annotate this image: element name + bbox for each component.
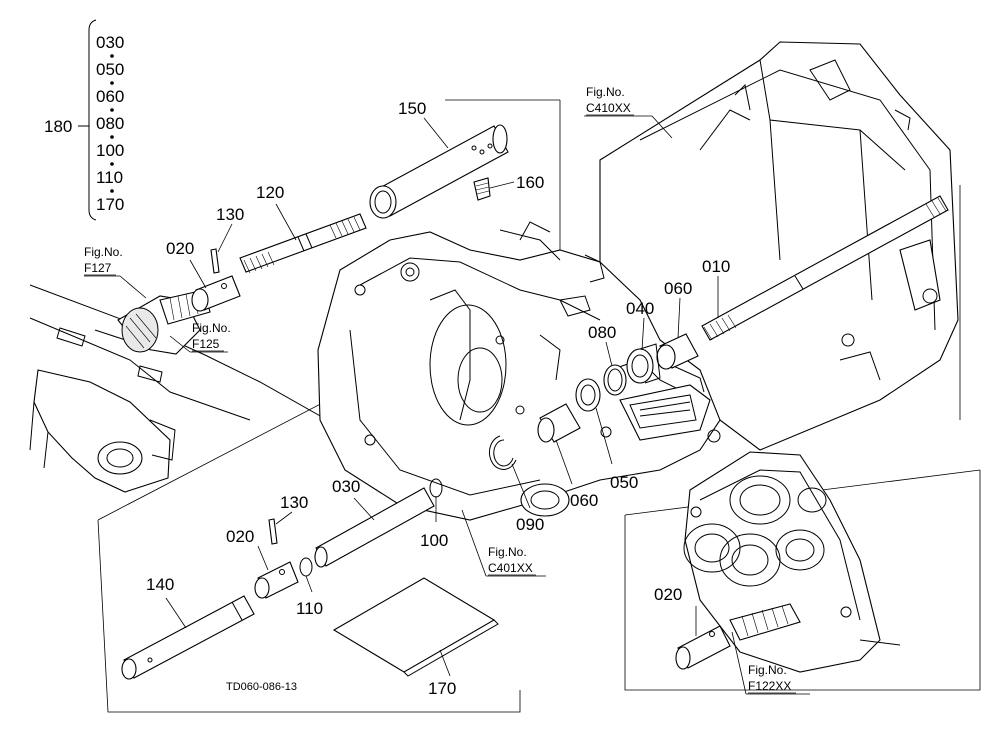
group-item-label: 170 <box>96 195 124 214</box>
group-separator-dot <box>110 162 114 166</box>
part-040-bearing <box>626 343 661 384</box>
front-axle-housing <box>29 284 346 493</box>
part-060-collar-upper <box>656 333 699 370</box>
callout-020: 020 <box>166 239 194 258</box>
part-080-ring <box>603 364 627 396</box>
fig-ref-c410: C410XX <box>586 101 631 115</box>
fig-ref-prefix: Fig.No. <box>192 321 231 335</box>
callout-150: 150 <box>398 99 426 118</box>
callout-130: 130 <box>216 205 244 224</box>
callout-040: 040 <box>626 299 654 318</box>
group-bracket: 180 030 050 060 080 100 110 170 <box>44 19 124 221</box>
callout-160: 160 <box>516 173 544 192</box>
fig-ref-f127: F127 <box>84 261 112 275</box>
drawing-code: TD060-086-13 <box>226 681 297 693</box>
callout-030: 030 <box>332 477 360 496</box>
part-120-shaft <box>239 213 367 274</box>
callout-140: 140 <box>146 575 174 594</box>
callout-130: 130 <box>280 493 308 512</box>
group-separator-dot <box>110 54 114 58</box>
callout-050: 050 <box>610 473 638 492</box>
fig-ref-prefix: Fig.No. <box>488 545 527 559</box>
group-separator-dot <box>110 108 114 112</box>
group-item-label: 060 <box>96 87 124 106</box>
center-housing-c401 <box>317 221 721 521</box>
part-050-spacer <box>575 378 601 412</box>
part-020-coupling-lower <box>254 561 299 599</box>
group-separator-dot <box>110 135 114 139</box>
group-item-label: 030 <box>96 33 124 52</box>
callout-120: 120 <box>256 183 284 202</box>
callout-020: 020 <box>654 585 682 604</box>
fig-ref-f125: F125 <box>192 337 220 351</box>
callout-060: 060 <box>570 491 598 510</box>
part-060-collar-lower <box>537 403 581 443</box>
leader-lines <box>165 117 719 677</box>
part-020-coupling-right <box>675 625 731 670</box>
gear-shaft-f127 <box>117 289 211 355</box>
group-separator-dot <box>110 81 114 85</box>
group-item-label: 080 <box>96 114 124 133</box>
callout-100: 100 <box>420 531 448 550</box>
callout-010: 010 <box>702 257 730 276</box>
part-020-coupling-upper <box>191 275 241 312</box>
rear-cover-f122 <box>683 451 901 673</box>
part-170-instruction-sheet <box>332 577 499 677</box>
part-090-snap-ring <box>488 435 517 470</box>
callout-170: 170 <box>428 679 456 698</box>
part-150-tube <box>369 124 509 219</box>
callout-020: 020 <box>226 527 254 546</box>
part-030-tube <box>314 487 435 568</box>
part-130-pin-upper <box>210 248 220 274</box>
figure-reference-labels: Fig.No.C410XXFig.No.F127Fig.No.F125Fig.N… <box>84 85 796 694</box>
part-140-tube <box>121 595 255 680</box>
callout-060: 060 <box>664 279 692 298</box>
part-010-shaft <box>701 195 949 341</box>
part-130-pin-lower <box>268 518 278 545</box>
fig-ref-prefix: Fig.No. <box>586 85 625 99</box>
fig-ref-f122: F122XX <box>748 679 791 693</box>
group-item-label: 100 <box>96 141 124 160</box>
group-item-label: 110 <box>96 168 123 187</box>
part-160-plug <box>473 177 491 201</box>
fig-ref-prefix: Fig.No. <box>748 663 787 677</box>
fig-ref-c401: C401XX <box>488 561 533 575</box>
part-110-o-ring <box>299 557 313 577</box>
figure-reference-leaders <box>84 115 810 695</box>
callout-labels: 150 160 120 130 020 010 060 040 080 050 060 090 100 0… <box>146 99 730 698</box>
group-separator-dot <box>110 189 114 193</box>
callout-090: 090 <box>516 515 544 534</box>
group-label-180: 180 <box>44 117 72 136</box>
group-item-label: 050 <box>96 60 124 79</box>
callout-110: 110 <box>296 599 323 618</box>
fig-ref-prefix: Fig.No. <box>84 245 123 259</box>
callout-080: 080 <box>588 323 616 342</box>
